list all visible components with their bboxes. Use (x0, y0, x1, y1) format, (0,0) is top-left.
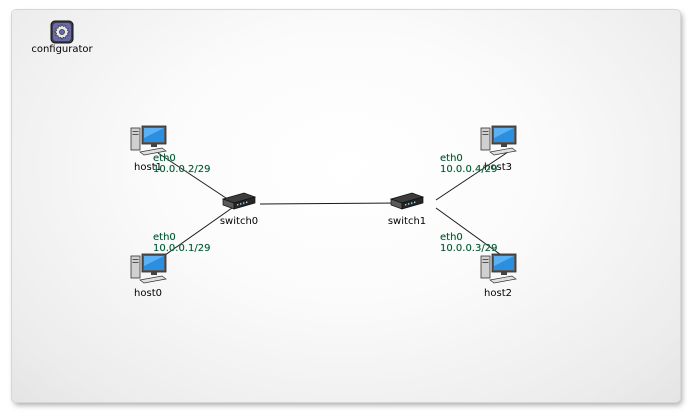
switch0-label: switch0 (219, 216, 259, 227)
host1-iface-name: eth0 (153, 153, 176, 164)
host2-label: host2 (484, 288, 512, 299)
host0-ip-address: 10.0.0.1/29 (153, 243, 211, 254)
host3-iface-name: eth0 (440, 153, 463, 164)
host3-interface-label: eth0 10.0.0.4/29 (440, 153, 497, 175)
switch0-node[interactable]: switch0 (220, 190, 258, 227)
host1-label: host1 (134, 162, 162, 173)
host1-ip-address: 10.0.0.2/29 (153, 164, 211, 175)
network-switch-icon (389, 192, 425, 210)
configurator-label: configurator (31, 44, 93, 55)
host2-iface-name: eth0 (440, 232, 463, 243)
host2-ip-address: 10.0.0.3/29 (440, 243, 498, 254)
host3-ip-address: 10.0.0.4/29 (440, 164, 498, 175)
link-host3-switch1 (435, 151, 509, 201)
computer-icon (130, 125, 167, 156)
host3-label: host3 (484, 162, 512, 173)
link-host0-switch0 (157, 207, 233, 261)
host1-node[interactable]: host1 (128, 124, 168, 173)
computer-icon (480, 253, 517, 284)
network-links (157, 151, 509, 261)
host2-interface-label: eth0 10.0.0.3/29 (440, 232, 497, 254)
network-canvas[interactable]: configurator switch0 switch1 (12, 10, 680, 402)
computer-icon (130, 253, 167, 284)
host0-iface-name: eth0 (153, 232, 176, 243)
link-switch0-switch1 (259, 202, 409, 205)
switch1-label: switch1 (387, 216, 427, 227)
link-host1-switch0 (157, 152, 233, 203)
switch1-node[interactable]: switch1 (388, 190, 426, 227)
link-host2-switch1 (435, 207, 509, 261)
host1-interface-label: eth0 10.0.0.2/29 (153, 153, 210, 175)
host0-interface-label: eth0 10.0.0.1/29 (153, 232, 210, 254)
host0-label: host0 (134, 288, 162, 299)
network-switch-icon (221, 192, 257, 210)
gear-icon (50, 20, 74, 44)
host2-node[interactable]: host2 (478, 252, 518, 299)
computer-icon (480, 125, 517, 156)
configurator-node[interactable]: configurator (31, 20, 93, 55)
host0-node[interactable]: host0 (128, 252, 168, 299)
host3-node[interactable]: host3 (478, 124, 518, 173)
